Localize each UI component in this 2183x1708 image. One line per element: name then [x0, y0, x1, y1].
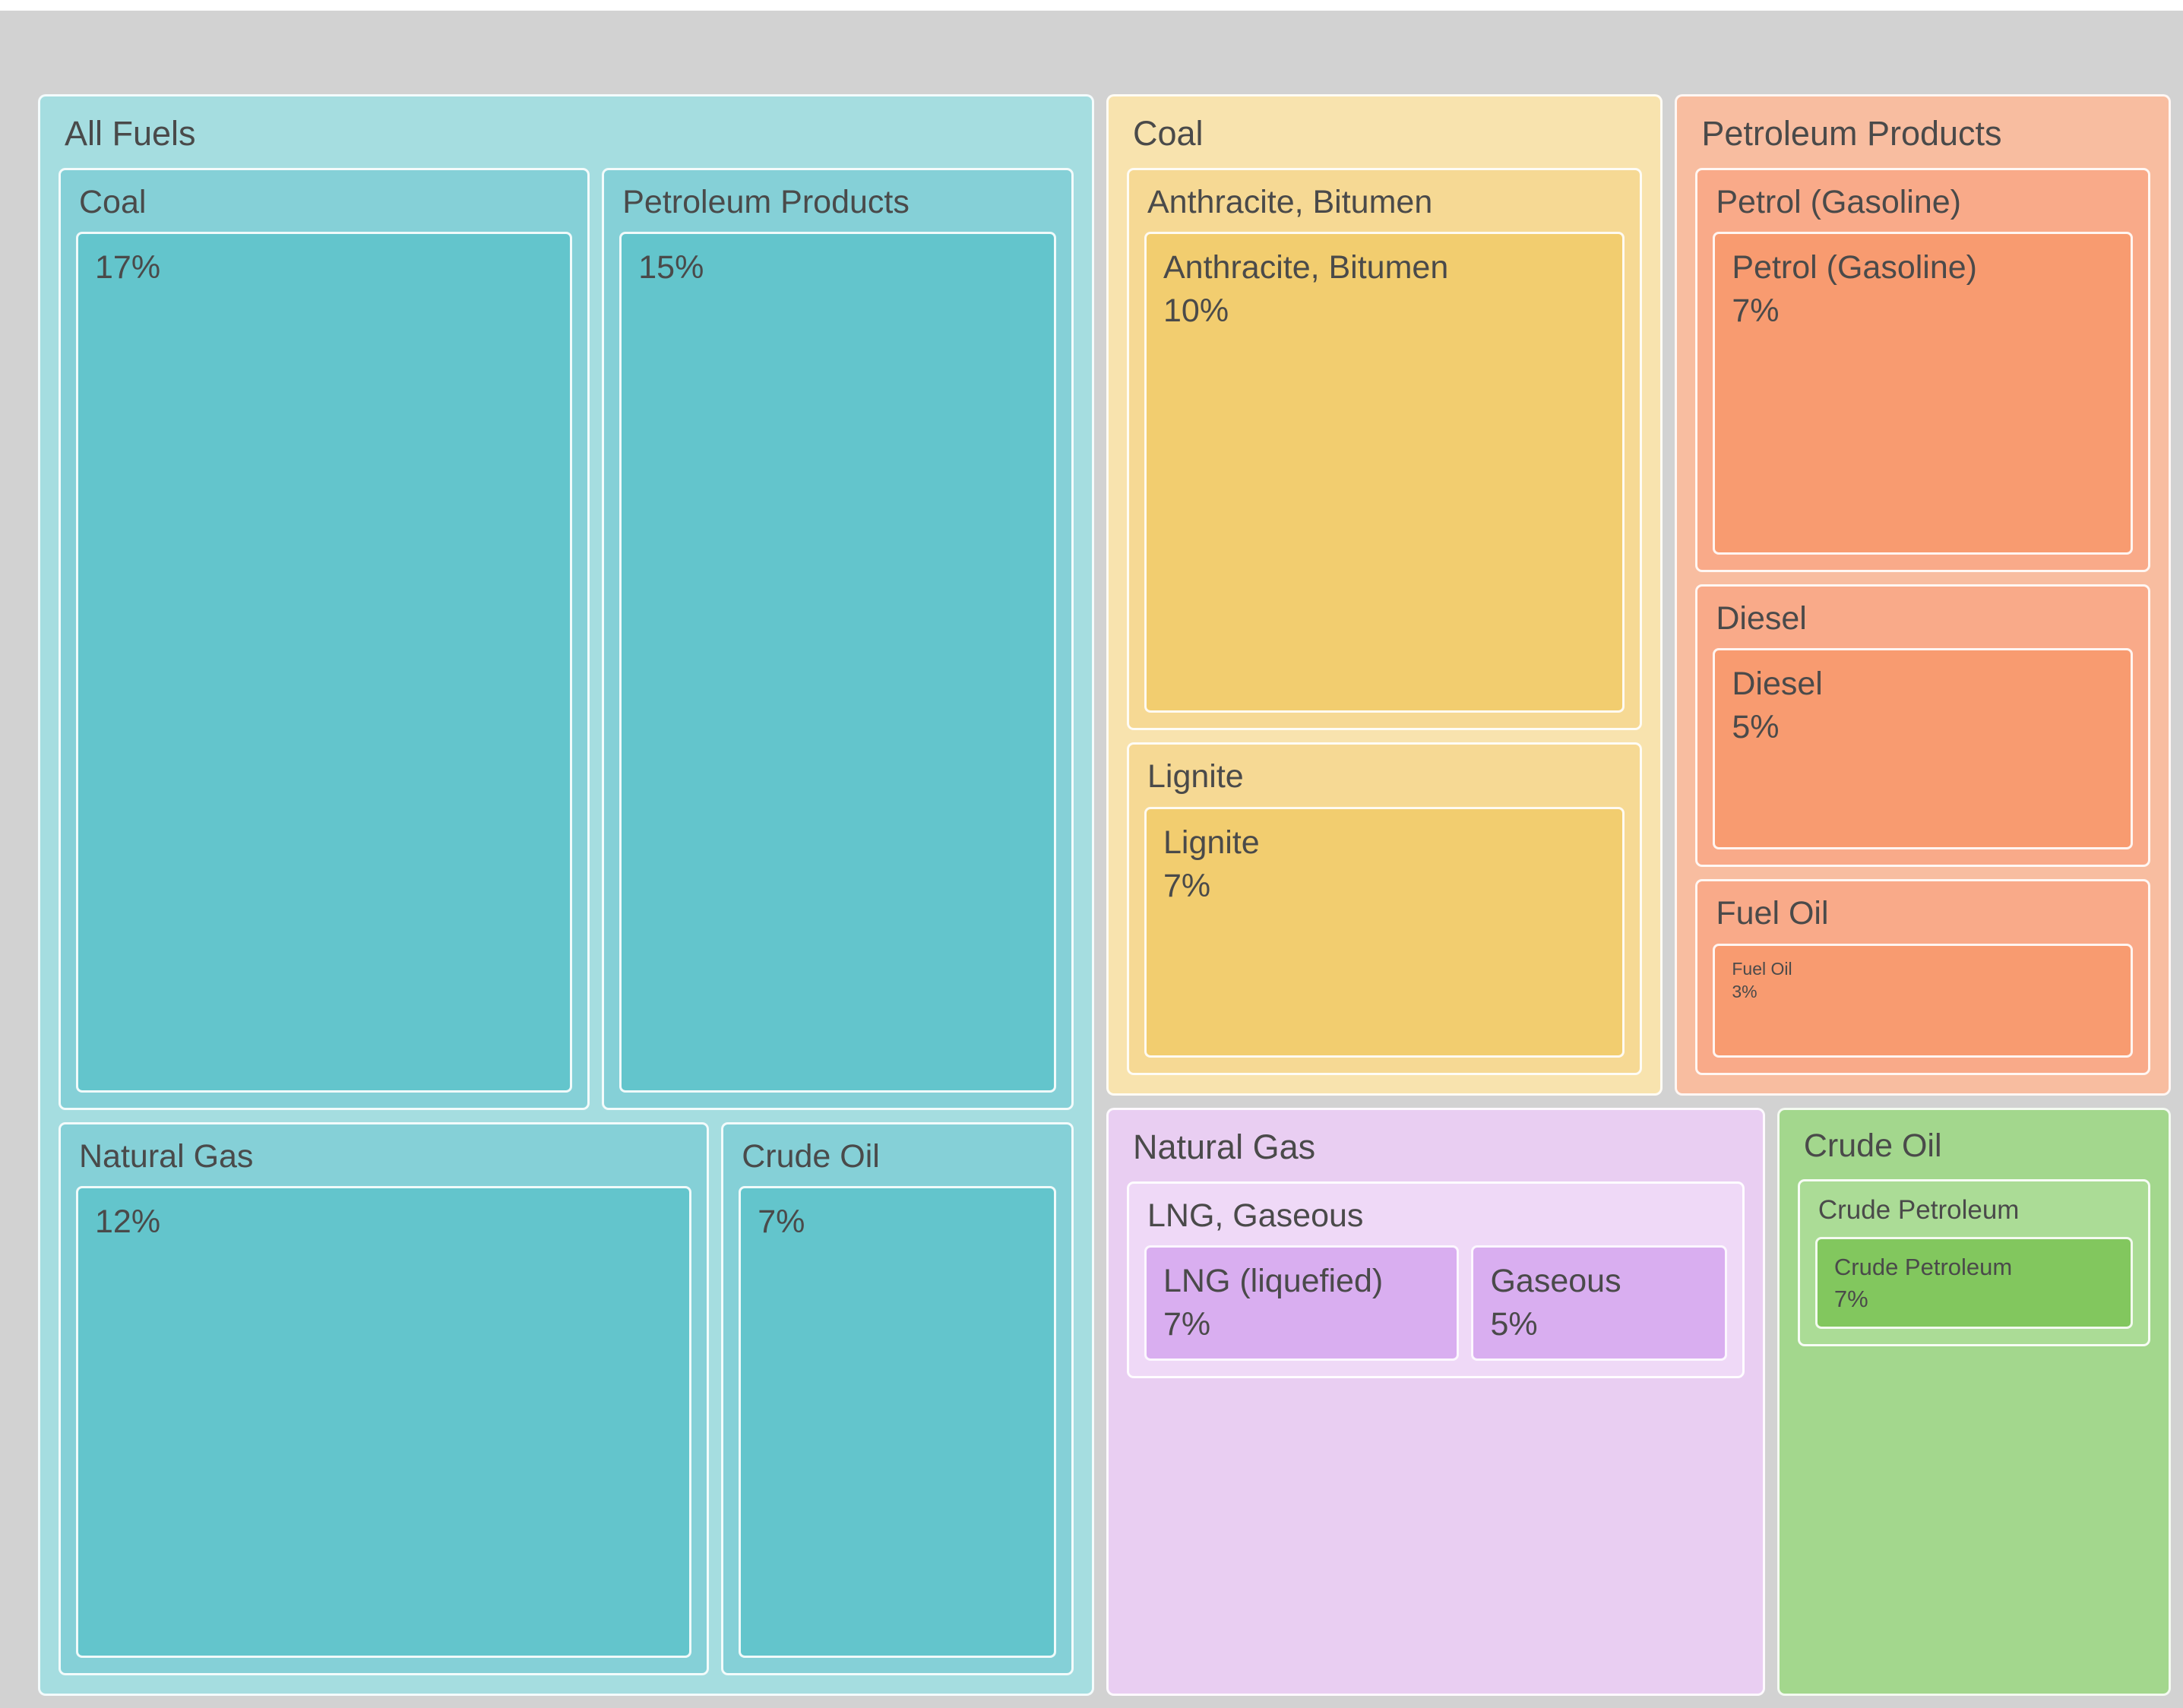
- petroleum-products-pct-label: 15%: [638, 248, 704, 286]
- tile-all-fuels-crude-oil[interactable]: Crude Oil 7%: [721, 1121, 1074, 1675]
- gaseous-label: Gaseous: [1490, 1263, 1621, 1300]
- coal-children: Anthracite, Bitumen Anthracite, Bitumen …: [1127, 167, 1643, 1076]
- leaf-crude-oil-pct[interactable]: 7%: [739, 1186, 1056, 1658]
- coal-pct-label: 17%: [95, 248, 161, 286]
- leaf-petroleum-products-pct[interactable]: 15%: [619, 231, 1056, 1093]
- all-fuels-children: Coal 17% Petroleum Products 15%: [59, 167, 1074, 1675]
- tile-natural-gas-title: Natural Gas: [79, 1137, 254, 1175]
- diesel-label: Diesel: [1732, 666, 1823, 703]
- tile-all-fuels-petroleum-products[interactable]: Petroleum Products 15%: [602, 167, 1074, 1110]
- leaf-diesel[interactable]: Diesel 5%: [1713, 648, 2133, 850]
- leaf-gaseous[interactable]: Gaseous 5%: [1471, 1245, 1727, 1361]
- lng-gaseous-leaves: LNG (liquefied) 7% Gaseous 5%: [1144, 1245, 1727, 1361]
- petrol-gasoline-pct-label: 7%: [1732, 292, 1780, 329]
- tile-diesel[interactable]: Diesel Diesel 5%: [1695, 584, 2150, 868]
- tile-lignite[interactable]: Lignite Lignite 7%: [1127, 742, 1643, 1076]
- fuel-oil-pct-label: 3%: [1732, 981, 1757, 1001]
- tile-petroleum-products-title: Petroleum Products: [622, 183, 910, 220]
- group-all-fuels[interactable]: All Fuels Coal 17% Petroleum Products: [38, 94, 1094, 1696]
- group-coal[interactable]: Coal Anthracite, Bitumen Anthracite, Bit…: [1106, 94, 1663, 1096]
- tile-coal-title: Coal: [79, 183, 147, 220]
- group-all-fuels-title: All Fuels: [65, 114, 196, 153]
- crude-oil-children: Crude Petroleum Crude Petroleum 7%: [1797, 1179, 2150, 1675]
- leaf-lng-liquefied[interactable]: LNG (liquefied) 7%: [1144, 1245, 1460, 1361]
- anthracite-bitumen-pct-label: 10%: [1163, 292, 1229, 329]
- leaf-anthracite-bitumen[interactable]: Anthracite, Bitumen 10%: [1144, 231, 1625, 713]
- tile-lng-gaseous-title: LNG, Gaseous: [1147, 1197, 1364, 1234]
- lng-liquefied-pct-label: 7%: [1163, 1305, 1211, 1343]
- leaf-crude-petroleum[interactable]: Crude Petroleum 7%: [1814, 1236, 2133, 1330]
- tile-all-fuels-coal[interactable]: Coal 17%: [59, 167, 590, 1110]
- tile-diesel-title: Diesel: [1716, 600, 1807, 637]
- gaseous-pct-label: 5%: [1490, 1305, 1538, 1343]
- group-coal-title: Coal: [1133, 114, 1204, 153]
- crude-petroleum-label: Crude Petroleum: [1833, 1253, 2013, 1280]
- tile-petrol-gasoline-title: Petrol (Gasoline): [1716, 183, 1961, 220]
- group-crude-oil-title: Crude Oil: [1803, 1128, 1942, 1165]
- lignite-label: Lignite: [1163, 824, 1260, 861]
- leaf-petrol-gasoline[interactable]: Petrol (Gasoline) 7%: [1713, 231, 2133, 555]
- leaf-lignite[interactable]: Lignite 7%: [1144, 806, 1625, 1058]
- group-natural-gas-title: Natural Gas: [1133, 1128, 1316, 1167]
- fuel-oil-label: Fuel Oil: [1732, 958, 1792, 979]
- tile-fuel-oil[interactable]: Fuel Oil Fuel Oil 3%: [1695, 879, 2150, 1076]
- treemap-board: All Fuels Coal 17% Petroleum Products: [0, 11, 2183, 1708]
- diesel-pct-label: 5%: [1732, 709, 1780, 746]
- group-crude-oil[interactable]: Crude Oil Crude Petroleum Crude Petroleu…: [1776, 1108, 2171, 1696]
- leaf-coal-pct[interactable]: 17%: [76, 231, 573, 1093]
- petroleum-products-children: Petrol (Gasoline) Petrol (Gasoline) 7% D…: [1695, 167, 2150, 1076]
- tile-all-fuels-natural-gas[interactable]: Natural Gas 12%: [59, 1121, 710, 1675]
- crude-oil-pct-label: 7%: [758, 1204, 805, 1241]
- lignite-pct-label: 7%: [1163, 867, 1211, 904]
- group-petroleum-products-title: Petroleum Products: [1701, 114, 2002, 153]
- tile-lng-gaseous[interactable]: LNG, Gaseous LNG (liquefied) 7% Gaseous …: [1127, 1181, 1745, 1378]
- leaf-fuel-oil[interactable]: Fuel Oil 3%: [1713, 943, 2133, 1058]
- tile-fuel-oil-title: Fuel Oil: [1716, 895, 1829, 932]
- petrol-gasoline-label: Petrol (Gasoline): [1732, 248, 1977, 286]
- tile-crude-petroleum-title: Crude Petroleum: [1818, 1195, 2020, 1226]
- tile-petrol-gasoline[interactable]: Petrol (Gasoline) Petrol (Gasoline) 7%: [1695, 167, 2150, 573]
- group-petroleum-products[interactable]: Petroleum Products Petrol (Gasoline) Pet…: [1675, 94, 2171, 1096]
- tile-anthracite-bitumen[interactable]: Anthracite, Bitumen Anthracite, Bitumen …: [1127, 167, 1643, 731]
- anthracite-bitumen-label: Anthracite, Bitumen: [1163, 248, 1449, 286]
- tile-crude-oil-title: Crude Oil: [742, 1137, 880, 1175]
- natural-gas-pct-label: 12%: [95, 1204, 161, 1241]
- leaf-natural-gas-pct[interactable]: 12%: [76, 1186, 692, 1658]
- tile-anthracite-bitumen-title: Anthracite, Bitumen: [1147, 183, 1433, 220]
- tile-lignite-title: Lignite: [1147, 758, 1244, 795]
- lng-liquefied-label: LNG (liquefied): [1163, 1263, 1384, 1300]
- tile-crude-petroleum[interactable]: Crude Petroleum Crude Petroleum 7%: [1797, 1179, 2150, 1347]
- natural-gas-children: LNG, Gaseous LNG (liquefied) 7% Gaseous …: [1127, 1181, 1745, 1675]
- crude-petroleum-pct-label: 7%: [1833, 1285, 1868, 1312]
- group-natural-gas[interactable]: Natural Gas LNG, Gaseous LNG (liquefied)…: [1106, 1108, 1765, 1696]
